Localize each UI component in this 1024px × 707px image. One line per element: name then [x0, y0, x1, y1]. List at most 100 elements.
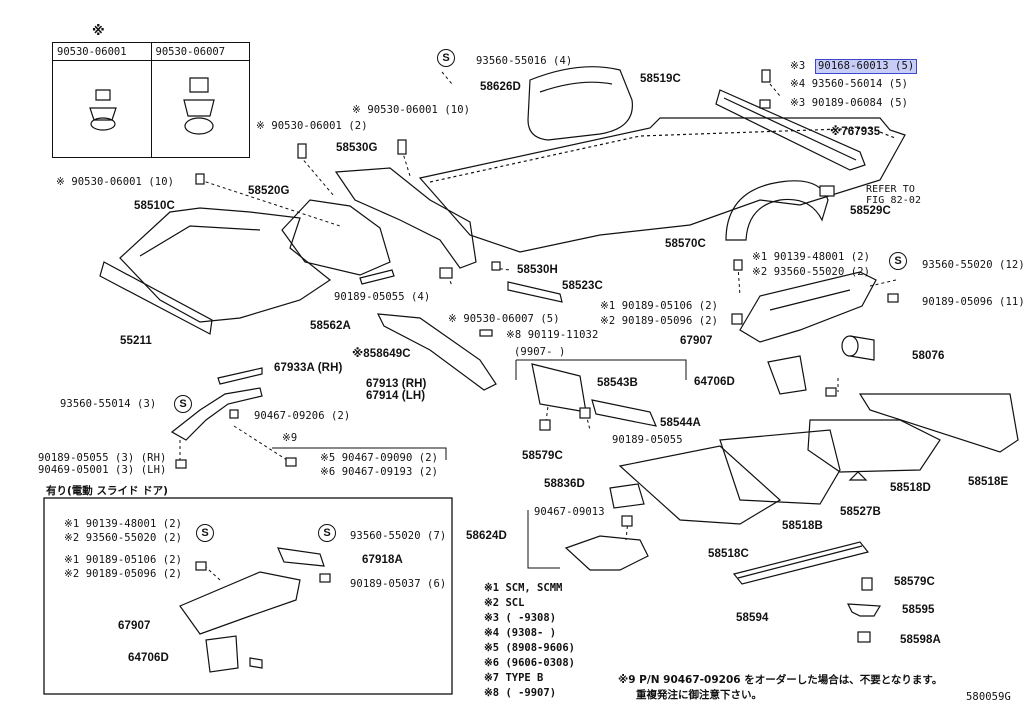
- label-9907: (9907- ): [514, 346, 566, 358]
- legend-row: ※3 ( -9308): [484, 612, 557, 624]
- label-55211: 55211: [120, 335, 152, 347]
- door-label-b2: ※2 90189-05096 (2): [64, 568, 183, 580]
- label-58523C: 58523C: [562, 280, 603, 292]
- label-58579C-b: 58579C: [894, 576, 935, 588]
- s-symbol-icon: S: [437, 49, 455, 67]
- panel-67907-door: [179, 571, 301, 635]
- panel-67907: [739, 271, 877, 343]
- bracket-67913: [170, 387, 263, 441]
- legend-row: ※7 TYPE B: [484, 672, 544, 684]
- label-58598A: 58598A: [900, 634, 941, 646]
- label-67907: 67907: [680, 335, 713, 347]
- s-symbol-icon: S: [196, 524, 214, 542]
- legend-row: ※8 ( -9907): [484, 687, 557, 699]
- label-9018905055-3: 90189-05055 (3) (RH): [38, 452, 167, 464]
- fastener-col2: 90530-06007: [150, 42, 250, 61]
- legend-row: ※5 (8908-9606): [484, 642, 575, 654]
- label-58530G: 58530G: [336, 142, 378, 154]
- label-9046709206: 90467-09206 (2): [254, 410, 351, 422]
- label-58519C: 58519C: [640, 73, 681, 85]
- label-58624D: 58624D: [466, 530, 507, 542]
- tunnel-58530G: [334, 167, 477, 269]
- label-58518B: 58518B: [782, 520, 823, 532]
- door-label-64706D: 64706D: [128, 652, 169, 664]
- s-symbol-icon: S: [174, 395, 192, 413]
- mat-58518B: [719, 429, 841, 505]
- label-58544A: 58544A: [660, 417, 701, 429]
- label-58527B: 58527B: [840, 506, 881, 518]
- label-9018905096-2: ※2 90189-05096 (2): [600, 315, 719, 327]
- label-9018906084: ※3 90189-06084 (5): [790, 97, 909, 109]
- label-9356056014: ※4 93560-56014 (5): [790, 78, 909, 90]
- strip-55211: [99, 261, 213, 335]
- label-58570C: 58570C: [665, 238, 706, 250]
- s-symbol-icon: S: [318, 524, 336, 542]
- label-9011911032: ※8 90119-11032: [506, 329, 599, 341]
- legend-row: ※6 (9606-0308): [484, 657, 575, 669]
- sill-58594: [732, 541, 870, 585]
- door-label-c: 93560-55020 (7): [350, 530, 447, 542]
- label-9356055020-2: ※2 93560-55020 (2): [752, 266, 871, 278]
- door-label-67907: 67907: [118, 620, 151, 632]
- rail-767935: [715, 89, 866, 171]
- label-9016860013-highlighted[interactable]: 90168-60013 (5): [814, 59, 918, 74]
- mat-58518E: [858, 393, 1019, 453]
- label-58649C: ※858649C: [352, 348, 411, 360]
- label-58626D: 58626D: [480, 81, 521, 93]
- label-9018905096-11: 90189-05096 (11): [922, 296, 1024, 308]
- label-58579C: 58579C: [522, 450, 563, 462]
- label-67933A: 67933A (RH): [274, 362, 343, 374]
- label-9053006001-10a: ※ 90530-06001 (10): [56, 176, 175, 188]
- top-marker: ※: [92, 23, 105, 38]
- label-9356055016: 93560-55016 (4): [476, 55, 573, 67]
- label-9046709013: 90467-09013: [534, 506, 605, 518]
- label-9356055020-12: 93560-55020 (12): [922, 259, 1024, 271]
- label-58562A: 58562A: [310, 320, 351, 332]
- label-mark-3a: ※3: [790, 60, 806, 72]
- legend-row: ※4 (9308- ): [484, 627, 557, 639]
- label-58543B: 58543B: [597, 377, 638, 389]
- door-label-67918A: 67918A: [362, 554, 403, 566]
- label-67913: 67913 (RH): [366, 378, 427, 390]
- label-58518C: 58518C: [708, 548, 749, 560]
- label-64706D: 64706D: [694, 376, 735, 388]
- label-58836D: 58836D: [544, 478, 585, 490]
- label-9356055014: 93560-55014 (3): [60, 398, 157, 410]
- label-9013948001: ※1 90139-48001 (2): [752, 251, 871, 263]
- door-label-b1: ※1 90189-05106 (2): [64, 554, 183, 566]
- fastener-col1: 90530-06001: [52, 42, 152, 61]
- label-mark-9: ※9: [282, 432, 298, 444]
- label-58529C: 58529C: [850, 205, 891, 217]
- label-9046709193: ※6 90467-09193 (2): [320, 466, 439, 478]
- carpet-58510C: [119, 207, 332, 323]
- s-symbol-icon: S: [889, 252, 907, 270]
- legend-row: ※2 SCL: [484, 597, 525, 609]
- door-label-a2: ※2 93560-55020 (2): [64, 532, 183, 544]
- label-9046709090: ※5 90467-09090 (2): [320, 452, 439, 464]
- label-58510C: 58510C: [134, 200, 175, 212]
- label-9053006007-5: ※ 90530-06007 (5): [448, 313, 560, 325]
- sliding-door-title: 有り(電動 スライド ドア): [46, 485, 168, 497]
- label-58595: 58595: [902, 604, 935, 616]
- figure-number: 580059G: [966, 691, 1011, 703]
- label-9053006001-2: ※ 90530-06001 (2): [256, 120, 368, 132]
- legend-row: ※1 SCM, SCMM: [484, 582, 563, 594]
- label-9018905106: ※1 90189-05106 (2): [600, 300, 719, 312]
- note-line-2: 重複発注に御注意下さい。: [636, 689, 762, 701]
- label-9053006001-10b: ※ 90530-06001 (10): [352, 104, 471, 116]
- label-767935: ※767935: [830, 126, 881, 138]
- label-9046905001: 90469-05001 (3) (LH): [38, 464, 167, 476]
- label-58518D: 58518D: [890, 482, 931, 494]
- cover-58519C: [527, 66, 633, 141]
- label-9018905055-4: 90189-05055 (4): [334, 291, 431, 303]
- member-58649C: [376, 313, 497, 391]
- label-fig-82-02: FIG 82-02: [866, 195, 922, 206]
- label-58076: 58076: [912, 350, 945, 362]
- label-58530H: 58530H: [517, 264, 558, 276]
- label-58518E: 58518E: [968, 476, 1009, 488]
- label-58520G: 58520G: [248, 185, 290, 197]
- door-label-a1: ※1 90139-48001 (2): [64, 518, 183, 530]
- door-label-9018905037: 90189-05037 (6): [350, 578, 447, 590]
- label-58594: 58594: [736, 612, 769, 624]
- panel-58520G: [281, 199, 391, 276]
